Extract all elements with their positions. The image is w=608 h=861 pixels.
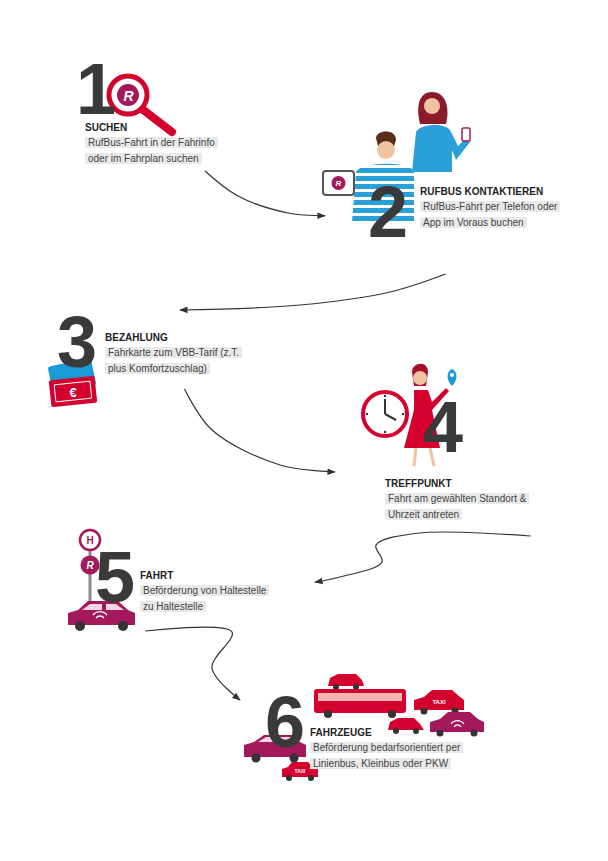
bus-stop-icon bbox=[68, 530, 135, 631]
people-figure-part bbox=[462, 128, 470, 141]
vehicles-icon-part bbox=[252, 754, 261, 763]
step-description: Fahrt am gewählten Standort & Uhrzeit an… bbox=[385, 493, 529, 520]
step-heading: RUFBUS KONTAKTIEREN bbox=[420, 185, 570, 198]
step-number: 5 bbox=[95, 541, 133, 613]
meeting-figure-part bbox=[385, 414, 396, 420]
meeting-figure-part bbox=[402, 413, 404, 415]
vehicles-icon-part bbox=[328, 674, 364, 686]
step-heading: BEZAHLUNG bbox=[105, 331, 255, 344]
meeting-figure-part bbox=[363, 392, 407, 436]
step-body-block: Beförderung von Haltestelle zu Haltestel… bbox=[140, 582, 270, 613]
step-description: Fahrkarte zum VBB-Tarif (z.T. plus Komfo… bbox=[105, 347, 242, 374]
people-figure-part bbox=[418, 92, 447, 124]
step-box: 1SUCHENRufBus-Fahrt in der Fahrinfo oder… bbox=[85, 121, 235, 165]
step-box: 6FAHRZEUGEBeförderung bedarfsorientiert … bbox=[310, 726, 480, 770]
people-figure-part bbox=[323, 171, 354, 195]
icon-label: R bbox=[86, 561, 93, 571]
step-body-block: Fahrt am gewählten Standort & Uhrzeit an… bbox=[385, 490, 535, 521]
flow-arrow bbox=[185, 389, 336, 472]
payment-icon-part bbox=[54, 381, 92, 402]
vehicles-icon-part bbox=[421, 708, 428, 715]
magnifier-icon-part bbox=[109, 76, 147, 114]
vehicles-icon bbox=[244, 674, 484, 781]
vehicles-icon-part bbox=[318, 693, 402, 701]
icon-label: H bbox=[86, 536, 93, 546]
icon-label: TAXI bbox=[432, 699, 445, 705]
vehicles-icon-part bbox=[308, 775, 314, 781]
vehicles-icon-part bbox=[314, 689, 406, 713]
step-heading: SUCHEN bbox=[85, 121, 235, 134]
step-number: 4 bbox=[423, 391, 461, 463]
step-heading: TREFFPUNKT bbox=[385, 477, 535, 490]
icon-label: € bbox=[69, 386, 76, 399]
step-heading: FAHRZEUGE bbox=[310, 726, 480, 739]
people-figure-part bbox=[412, 125, 470, 172]
bus-stop-icon-part bbox=[118, 621, 128, 631]
vehicles-icon-part bbox=[393, 728, 399, 734]
step-description: RufBus-Fahrt per Telefon oder App im Vor… bbox=[420, 201, 560, 228]
step-box: 3BEZAHLUNGFahrkarte zum VBB-Tarif (z.T. … bbox=[105, 331, 255, 375]
icon-label: TAXI bbox=[294, 769, 305, 774]
step-body-block: Fahrkarte zum VBB-Tarif (z.T. plus Komfo… bbox=[105, 344, 255, 375]
step-description: RufBus-Fahrt in der Fahrinfo oder im Fah… bbox=[85, 137, 218, 164]
people-figure-part bbox=[377, 141, 395, 159]
people-figure-part bbox=[424, 98, 440, 114]
vehicles-icon-part bbox=[471, 730, 478, 737]
vehicles-icon-part bbox=[430, 712, 484, 732]
vehicles-icon-part bbox=[324, 710, 332, 718]
step-body-block: Beförderung bedarfsorientiert per Linien… bbox=[310, 739, 480, 770]
meeting-figure-part bbox=[450, 373, 454, 377]
meeting-figure-part bbox=[413, 371, 427, 385]
meeting-figure-part bbox=[448, 369, 457, 386]
step-box: 2RUFBUS KONTAKTIERENRufBus-Fahrt per Tel… bbox=[420, 185, 570, 229]
meeting-figure-part bbox=[412, 364, 428, 386]
vehicles-icon-part bbox=[414, 690, 464, 710]
vehicles-icon-part bbox=[413, 728, 419, 734]
icon-label: R bbox=[123, 89, 133, 103]
flow-arrow bbox=[180, 274, 446, 310]
magnifier-icon-part bbox=[142, 109, 172, 132]
vehicles-icon-part bbox=[286, 775, 292, 781]
step-body-block: RufBus-Fahrt in der Fahrinfo oder im Fah… bbox=[85, 134, 235, 165]
step-box: 5FAHRTBeförderung von Haltestelle zu Hal… bbox=[140, 569, 270, 613]
vehicles-icon-part bbox=[437, 730, 444, 737]
step-description: Beförderung von Haltestelle zu Haltestel… bbox=[140, 585, 269, 612]
icon-label: R bbox=[336, 180, 342, 188]
step-description: Beförderung bedarfsorientiert per Linien… bbox=[310, 742, 463, 769]
meeting-figure-part bbox=[384, 395, 386, 397]
flow-arrow bbox=[145, 627, 240, 700]
people-figure-part bbox=[332, 176, 346, 190]
step-box: 4TREFFPUNKTFahrt am gewählten Standort &… bbox=[385, 477, 535, 521]
meeting-figure-part bbox=[414, 448, 416, 466]
bus-stop-icon-part bbox=[75, 621, 85, 631]
flow-arrow bbox=[315, 532, 531, 582]
vehicles-icon-part bbox=[388, 718, 424, 730]
meeting-figure-part bbox=[384, 399, 386, 414]
step-number: 1 bbox=[76, 53, 114, 125]
vehicles-icon-part bbox=[388, 710, 396, 718]
magnifier-icon-part bbox=[117, 84, 139, 106]
step-body-block: RufBus-Fahrt per Telefon oder App im Vor… bbox=[420, 198, 570, 229]
step-heading: FAHRT bbox=[140, 569, 270, 582]
meeting-figure-part bbox=[366, 413, 368, 415]
meeting-figure-part bbox=[384, 431, 386, 433]
step-number: 6 bbox=[265, 686, 303, 758]
flow-arrow bbox=[205, 171, 325, 216]
payment-icon-part bbox=[49, 376, 98, 408]
step-number: 3 bbox=[57, 306, 95, 378]
vehicles-icon-part bbox=[451, 721, 464, 727]
step-number: 2 bbox=[368, 176, 406, 248]
